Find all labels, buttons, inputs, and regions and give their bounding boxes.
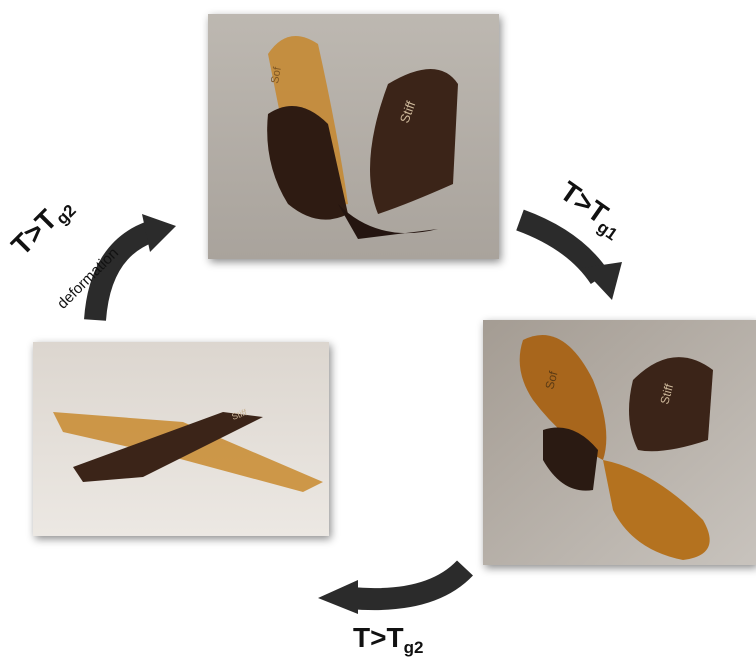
partial-recovery-image: Stiff Sof [483,320,756,565]
arrow-left-head [142,214,176,252]
arrow-bottom-head [318,580,358,614]
label-heat-tg2-bottom: T>Tg2 [353,622,423,658]
arrow-bottom [350,568,465,599]
photo-folded-state: Stiff Sof [208,14,499,259]
label-deformation: deformation [54,244,122,312]
label-heat-tg1: T>Tg1 [552,175,630,245]
flat-sample-image: Stiff [33,342,329,536]
label-heat-tg2-left: T>Tg2 [5,189,80,264]
arrow-right-head [582,262,622,300]
photo-partial-recovery: Stiff Sof [483,320,756,565]
label-heat-tg2-bottom-main: T>T [353,622,404,653]
arrow-left [95,232,150,320]
folded-sample-image: Stiff Sof [208,14,499,259]
photo-flat-state: Stiff [33,342,329,536]
label-heat-tg2-bottom-sub: g2 [404,638,424,657]
